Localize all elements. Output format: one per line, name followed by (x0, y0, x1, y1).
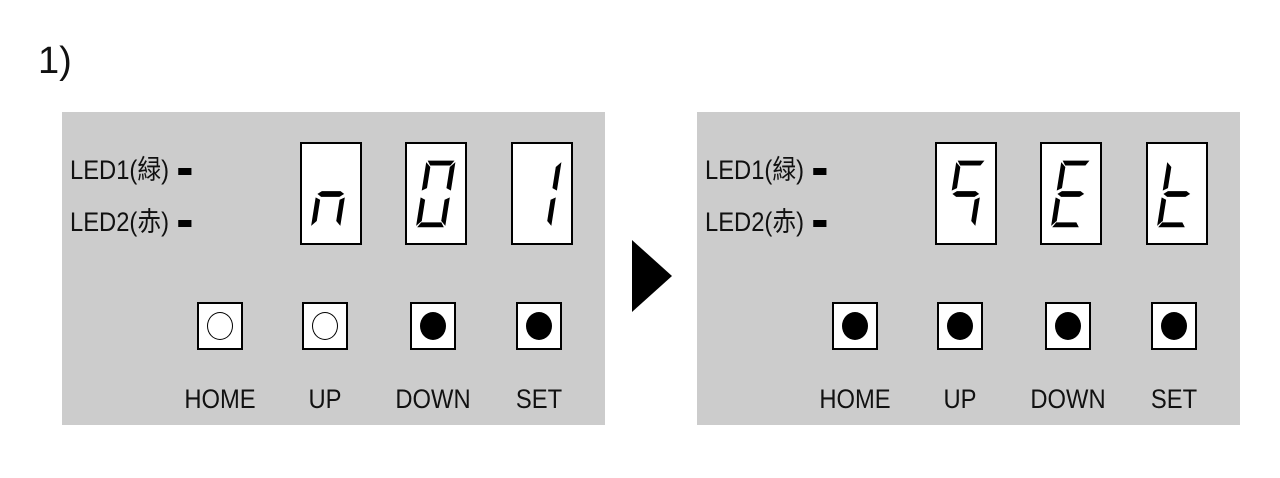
button-label: SET (515, 384, 563, 414)
button-down[interactable] (1045, 302, 1091, 350)
led1-label: LED1(緑) (705, 155, 805, 185)
segment-a (1061, 159, 1091, 167)
segment-f (950, 160, 962, 192)
led2-label: LED2(赤) (70, 207, 170, 237)
led2-indicator: LED2(赤) (70, 200, 192, 239)
led2-indicator: LED2(赤) (705, 200, 827, 239)
segment-a (426, 159, 456, 167)
seven-segment-digit (1146, 142, 1208, 245)
button-home[interactable] (832, 302, 878, 350)
filled-circle-icon (1161, 312, 1187, 340)
segment-a (956, 159, 986, 167)
segment-d (1050, 221, 1081, 229)
led1-indicator: LED1(緑) (70, 148, 192, 187)
segment-b (551, 160, 563, 192)
segment-c (335, 196, 346, 228)
empty-circle-icon (207, 312, 233, 340)
segment-f (1055, 160, 1067, 192)
button-label: UP (308, 384, 342, 414)
segment-c (970, 196, 981, 228)
led1-lamp (812, 168, 827, 176)
segment-f (420, 160, 432, 192)
button-label: DOWN (1030, 384, 1106, 414)
button-set[interactable] (516, 302, 562, 350)
button-home[interactable] (197, 302, 243, 350)
button-up[interactable] (302, 302, 348, 350)
button-label: UP (943, 384, 977, 414)
segment-b (445, 160, 457, 192)
segment-d (1156, 221, 1187, 229)
segment-e (310, 196, 321, 228)
led1-indicator: LED1(緑) (705, 148, 827, 187)
seven-segment-digit (300, 142, 362, 245)
button-down[interactable] (410, 302, 456, 350)
filled-circle-icon (420, 312, 446, 340)
led2-lamp (812, 220, 827, 228)
button-label: HOME (819, 384, 891, 414)
button-label: HOME (184, 384, 256, 414)
empty-circle-icon (312, 312, 338, 340)
filled-circle-icon (1055, 312, 1081, 340)
filled-circle-icon (947, 312, 973, 340)
led1-label: LED1(緑) (70, 155, 170, 185)
button-set[interactable] (1151, 302, 1197, 350)
button-label: SET (1150, 384, 1198, 414)
led1-lamp (177, 168, 192, 176)
segment-e (415, 196, 426, 228)
seven-segment-digit (935, 142, 997, 245)
segment-g (951, 190, 981, 198)
filled-circle-icon (842, 312, 868, 340)
filled-circle-icon (526, 312, 552, 340)
segment-g (316, 190, 346, 198)
seven-segment-digit (1040, 142, 1102, 245)
button-up[interactable] (937, 302, 983, 350)
arrow-right-icon (632, 240, 672, 312)
segment-d (415, 221, 446, 229)
segment-e (1050, 196, 1061, 228)
panel-before: LED1(緑) LED2(赤) HOME UP DOWN SET (62, 112, 605, 425)
segment-e (1156, 196, 1167, 228)
panel-after: LED1(緑) LED2(赤) HOME UP DOWN SET (697, 112, 1240, 425)
segment-c (440, 196, 451, 228)
segment-g (1056, 190, 1086, 198)
led2-label: LED2(赤) (705, 207, 805, 237)
step-number: 1) (38, 40, 72, 82)
led2-lamp (177, 220, 192, 228)
seven-segment-digit (511, 142, 573, 245)
seven-segment-digit (405, 142, 467, 245)
segment-f (1161, 160, 1173, 192)
segment-g (1162, 190, 1192, 198)
segment-c (546, 196, 557, 228)
button-label: DOWN (395, 384, 471, 414)
